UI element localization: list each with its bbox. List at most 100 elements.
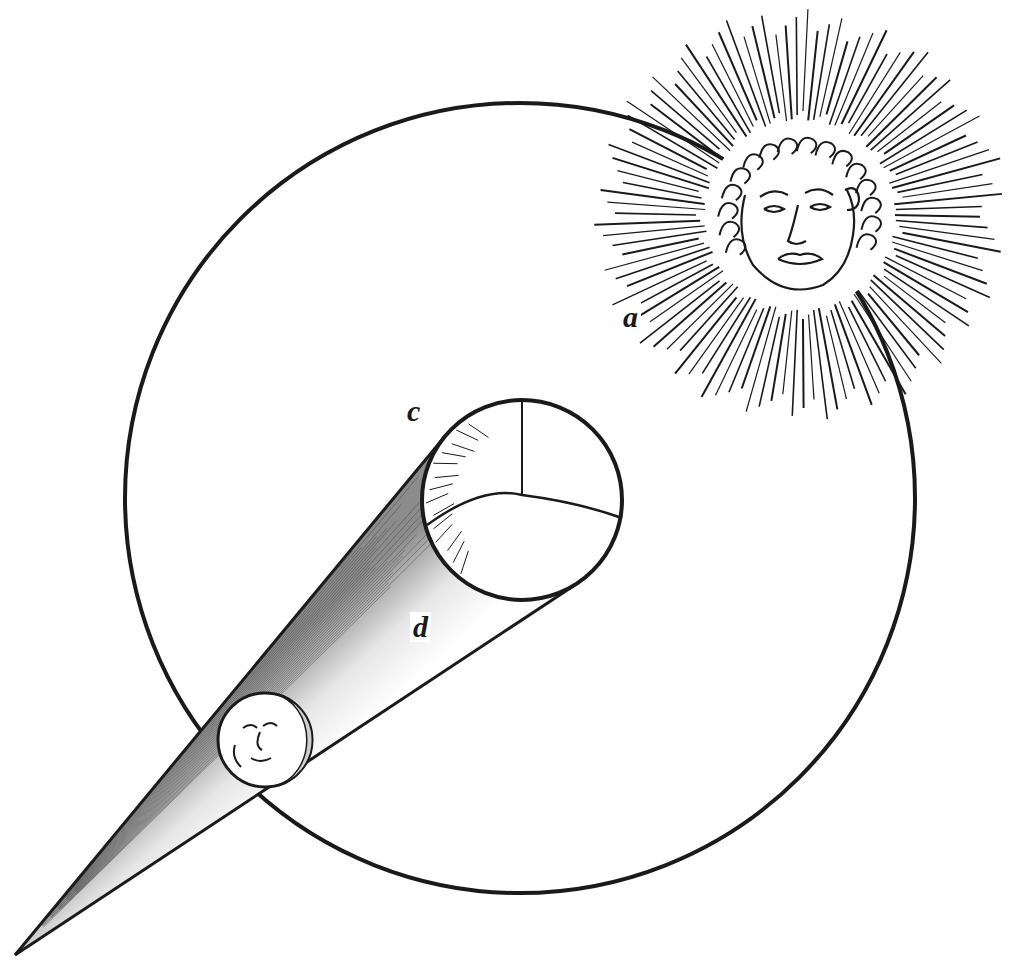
earth [422,400,622,600]
sun-ray [675,84,733,146]
sun-ray [712,44,753,126]
hair-curl [861,216,881,232]
hatch-line [448,531,462,550]
hatch-line [50,481,446,916]
hatch-line [44,587,391,927]
sun-ray [896,255,990,297]
hair-curl [846,164,866,180]
sun-ray [719,32,757,120]
sun-ray [871,273,945,336]
hatch-line [65,547,376,898]
sun-ray [856,288,916,368]
sun-ray [808,31,818,123]
sun-ray [627,101,719,163]
earth-meridian [521,400,523,495]
sun-ray [849,54,887,123]
sun-ray [838,299,879,393]
hatch-line [435,475,459,477]
sun-ray [654,283,727,347]
hatch-line [75,568,376,891]
moon-disk [218,693,312,787]
sun-ray [890,135,966,170]
hatch-line [52,572,393,918]
sun-ray [818,305,837,409]
sun-ray [603,226,705,236]
sun-ray [613,158,712,189]
hair-curl [778,139,798,155]
hatch-line [453,541,464,562]
sun-ray [868,294,919,356]
sun-ray [864,77,936,149]
hatch-line [76,556,402,892]
hair-curl [719,222,739,238]
sun-ray [771,314,785,401]
sun-ray [746,304,776,412]
cone-hatching [41,447,481,927]
sun-ray [716,310,757,396]
sun [594,9,1002,419]
hatch-line [430,484,453,490]
hatch-line [469,424,489,438]
sun-ray [729,308,764,392]
sun-ray [786,26,792,120]
hair-curl [730,168,750,184]
sun-ray [891,194,1001,205]
hatch-line [452,444,475,452]
sun-ray [896,206,982,209]
sun-ray [776,35,787,124]
earth-shading [426,424,488,574]
sun-ray [884,269,969,326]
sun-ray [628,115,720,169]
hair-curl [856,180,876,196]
sun-ray [814,310,828,419]
hatch-line [68,550,405,900]
sun-ray [612,261,706,305]
hatch-line [59,534,416,908]
hatch-line [64,547,362,897]
sun-ray [594,221,700,225]
hatch-line [69,583,389,902]
sun-ray [899,226,994,239]
hatch-line [60,515,453,910]
hatch-line [442,453,466,457]
sun-ray [809,315,814,400]
sun-ray [877,110,966,165]
sun-ray [627,251,715,286]
sun-ray [686,45,748,139]
letter-label: a [620,302,641,332]
sun-ray [828,37,859,128]
hair-curl [861,198,881,214]
sun-ray [826,316,846,400]
hair-curl [832,151,852,167]
hatch-line [461,551,469,574]
hair-curl [857,234,877,250]
letter-label: c [404,396,423,426]
sun-ray [803,9,808,111]
sun-ray [601,190,705,204]
hatch-line [67,481,454,900]
moon-face [234,723,277,767]
sun-ray [629,129,706,169]
earth-horizon [427,493,622,525]
hatch-line [72,504,401,888]
hair-curl [797,138,817,154]
hatch-line [434,514,453,529]
sun-ray [814,24,830,120]
sun-ray [622,239,698,255]
hair-curl [718,203,738,219]
hatch-line [51,562,388,918]
hatch-line [57,522,396,907]
sun-ray [894,249,987,284]
moon [218,693,312,787]
hatch-line [41,537,376,925]
sun-ray [792,307,797,416]
sun-ray [892,242,983,271]
sun-ray [742,306,771,388]
sun-ray [615,213,696,215]
sun-ray [702,296,757,397]
letter-label: d [410,612,431,642]
sun-ray [854,294,911,381]
sun-ray [835,304,872,404]
